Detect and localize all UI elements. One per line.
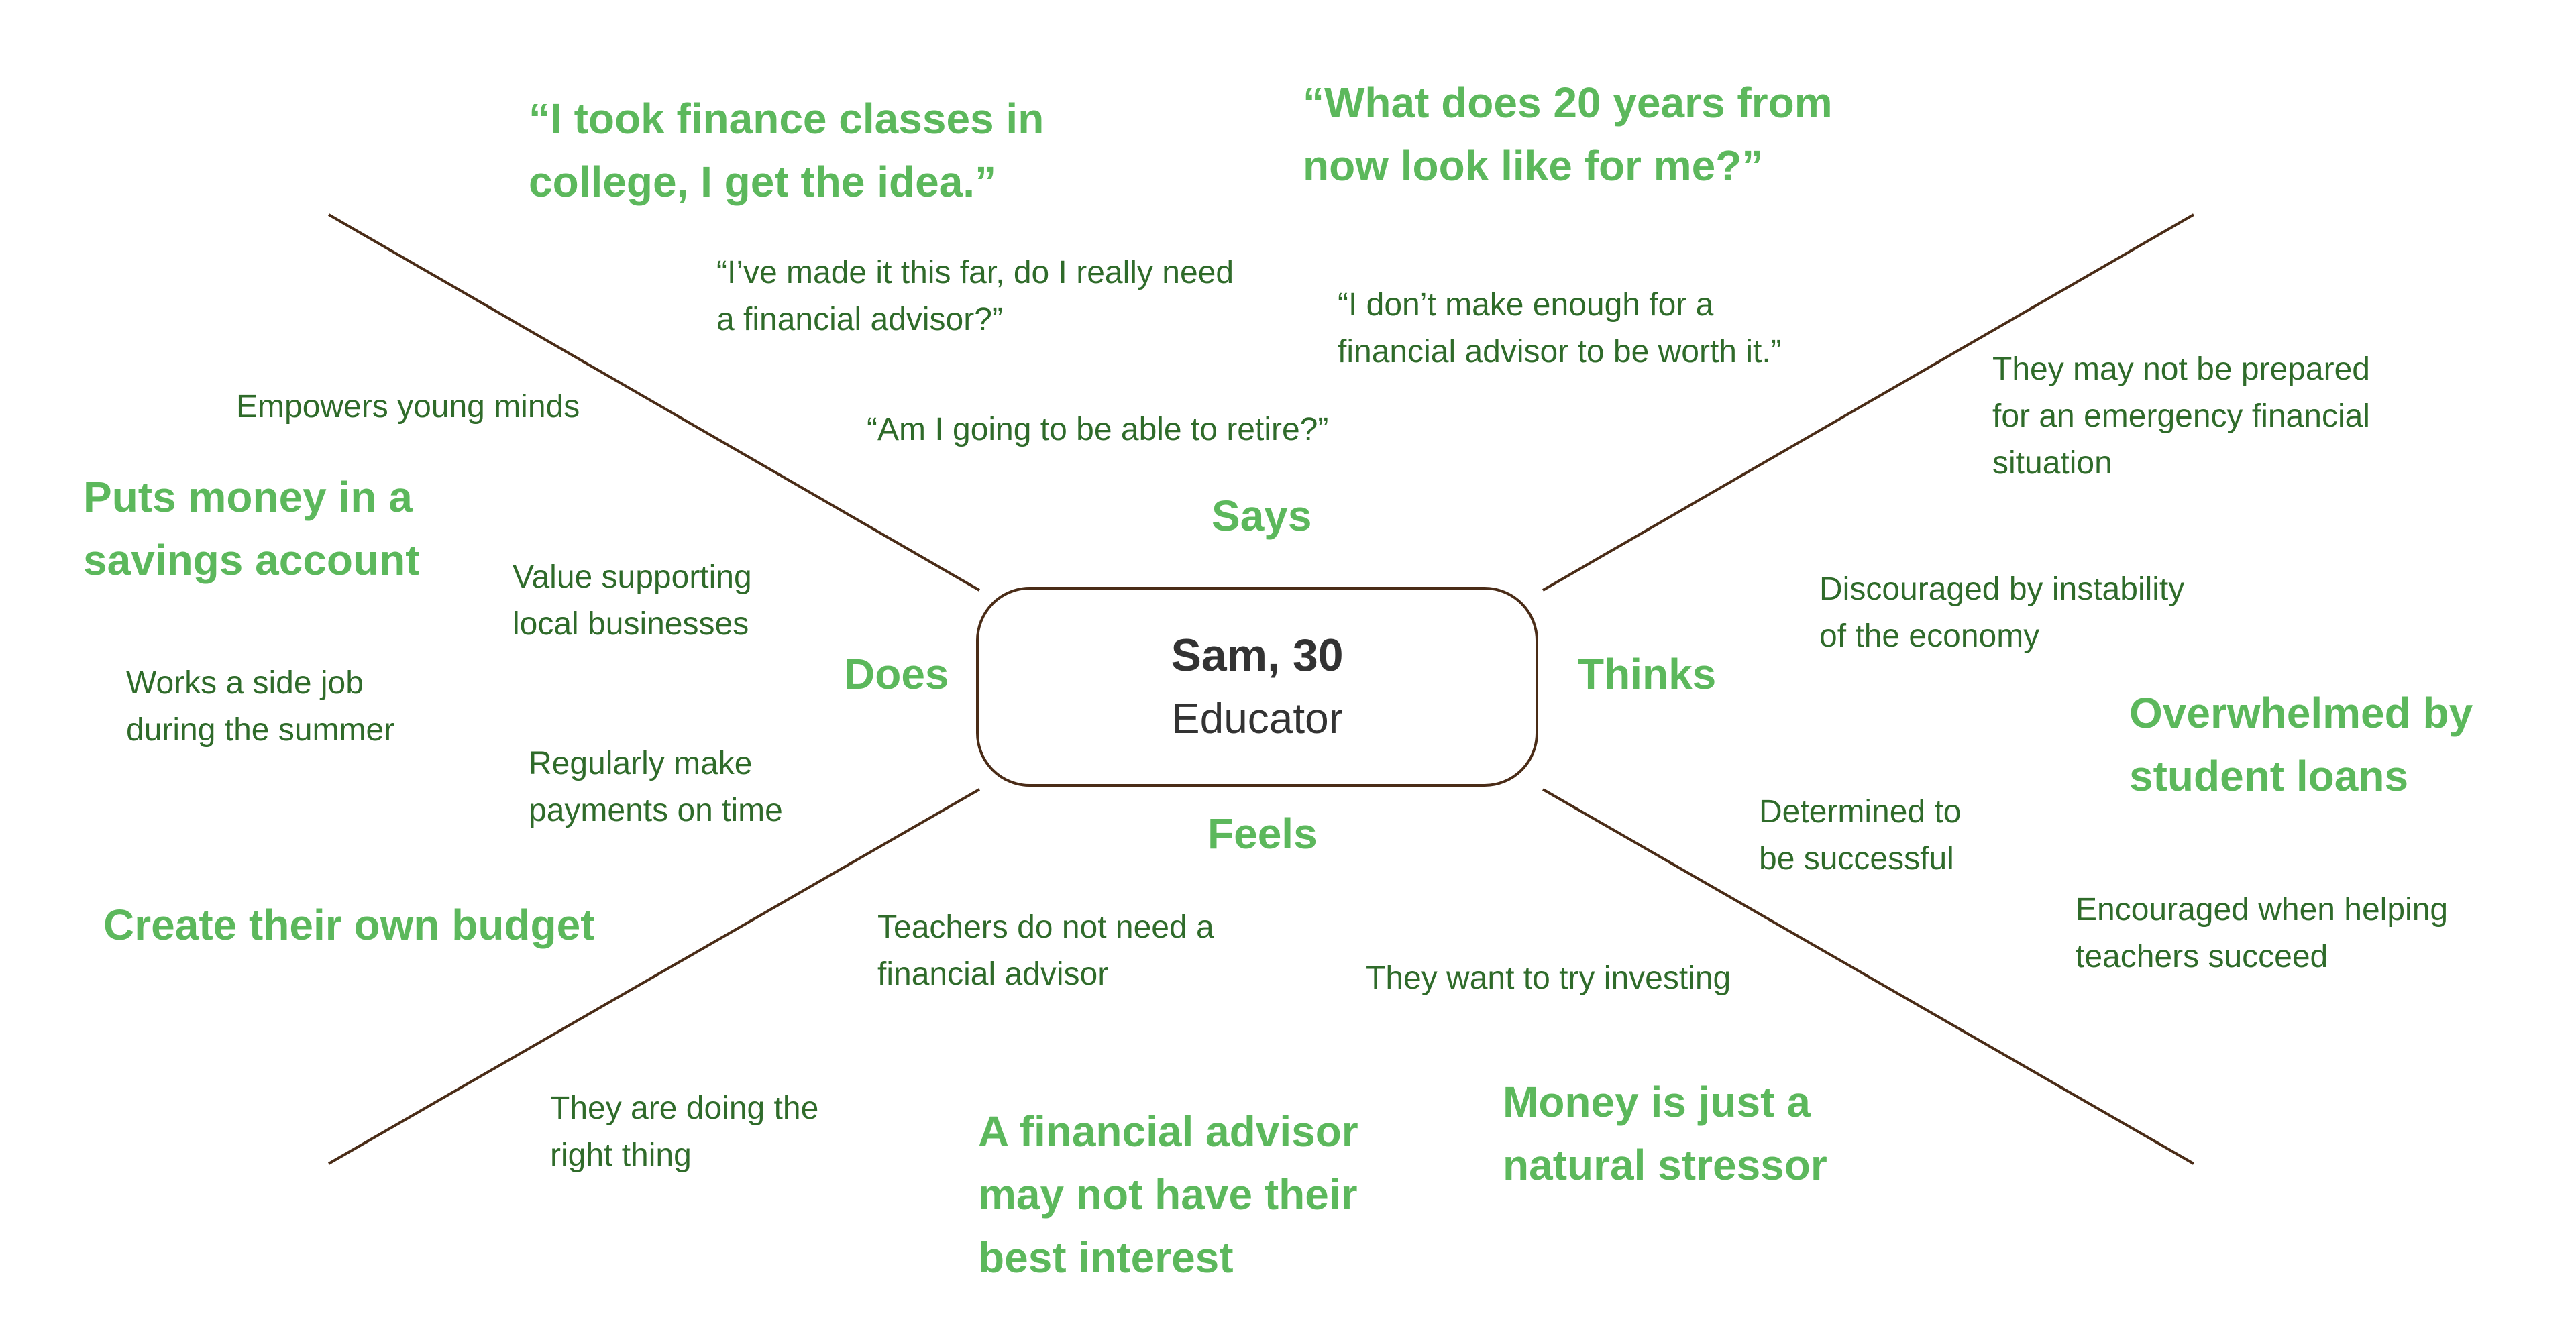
does-note: Empowers young minds (236, 389, 580, 425)
does-note: Works a side job during the summer (126, 665, 395, 748)
feels-note: Teachers do not need a financial advisor (877, 909, 1214, 992)
does-note: Puts money in a savings account (83, 473, 420, 584)
persona-name: Sam, 30 (1171, 630, 1344, 681)
feels-note: Money is just a natural stressor (1503, 1078, 1827, 1189)
feels-note: They want to try investing (1366, 960, 1731, 996)
divider-top-left (328, 213, 980, 592)
says-note: “I don’t make enough for a financial adv… (1338, 287, 1782, 370)
does-note: Value supporting local businesses (513, 559, 752, 642)
thinks-note: Encouraged when helping teachers succeed (2076, 892, 2449, 974)
quadrant-label-does: Does (844, 650, 949, 698)
thinks-note: Discouraged by instability of the econom… (1819, 571, 2185, 654)
does-note: Regularly make payments on time (529, 746, 783, 828)
says-note: “I’ve made it this far, do I really need… (716, 255, 1234, 337)
divider-bottom-right (1542, 788, 2194, 1165)
persona-card: Sam, 30 Educator (976, 587, 1538, 787)
feels-note: They are doing the right thing (550, 1091, 819, 1173)
quadrant-label-feels: Feels (1208, 810, 1318, 858)
quadrant-label-says: Says (1212, 492, 1312, 540)
feels-note: A financial advisor may not have their b… (978, 1107, 1358, 1282)
thinks-note: They may not be prepared for an emergenc… (1992, 351, 2370, 481)
divider-top-right (1542, 213, 2194, 592)
quadrant-label-thinks: Thinks (1578, 650, 1717, 698)
thinks-note: Overwhelmed by student loans (2129, 689, 2473, 800)
thinks-note: Determined to be successful (1759, 794, 1962, 877)
says-note: “What does 20 years from now look like f… (1303, 78, 1833, 190)
persona-role: Educator (1171, 694, 1344, 742)
divider-bottom-left (328, 788, 980, 1165)
does-note: Create their own budget (103, 901, 595, 949)
says-note: “Am I going to be able to retire?” (867, 412, 1329, 447)
says-note: “I took finance classes in college, I ge… (529, 95, 1044, 206)
